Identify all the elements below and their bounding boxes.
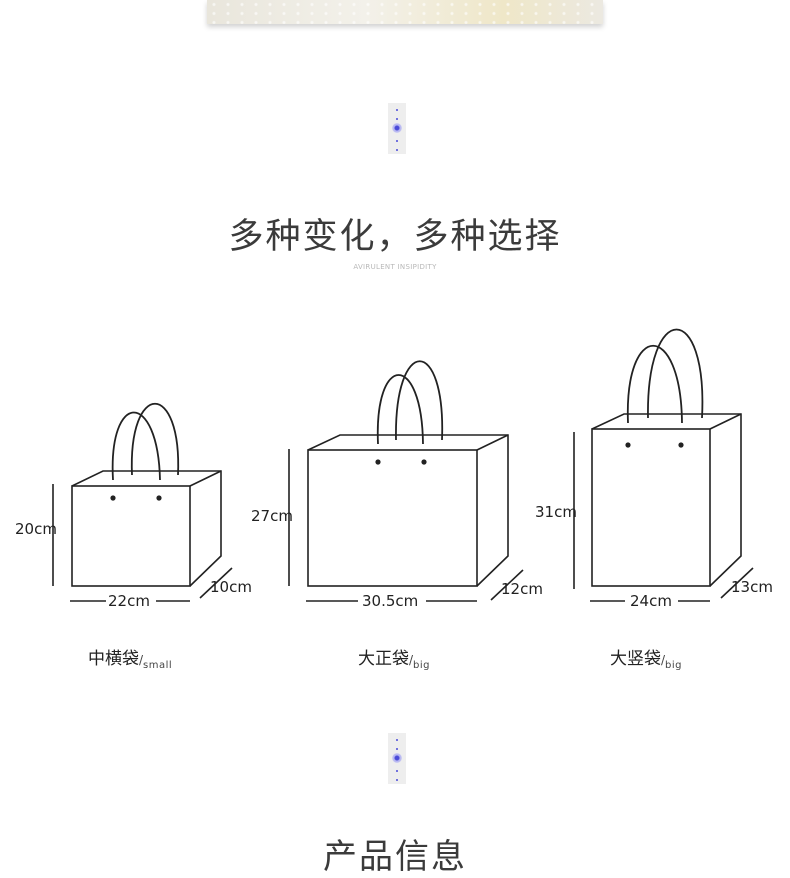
bag-big-wide-height: 27cm [251,507,293,525]
section-title-product-info: 产品信息 [323,837,467,877]
bag-small-caption: 中横袋/small [88,649,173,671]
bag-big-wide-width: 30.5cm [362,592,418,610]
bag-small-drawing [71,402,222,587]
bag-small-height: 20cm [15,520,57,538]
bag-big-wide-name: 大正袋 [358,649,409,669]
bag-small-name: 中横袋 [88,649,139,669]
bag-small-size: small [143,660,173,671]
bag-big-tall-drawing [591,328,742,587]
bag-size-diagram: 20cm 22cm 10cm 27cm 30.5cm 12cm 31cm 24c… [15,328,773,610]
section-subtitle: AVIRULENT INSIPIDITY [353,263,437,271]
section-divider-1 [388,103,406,154]
bag-big-wide-size: big [413,660,431,671]
bag-big-tall-caption: 大竖袋/big [610,649,683,671]
bag-big-tall-width: 24cm [630,592,672,610]
bag-big-tall-size: big [665,660,683,671]
bag-big-tall-depth: 13cm [731,578,773,596]
bag-big-wide-depth: 12cm [501,580,543,598]
bag-big-tall-height: 31cm [535,503,577,521]
product-photo-bottom-edge [207,0,603,24]
bag-small-width: 22cm [108,592,150,610]
bag-big-wide-drawing [307,360,509,587]
bag-small-depth: 10cm [210,578,252,596]
bag-big-wide-caption: 大正袋/big [358,649,431,671]
section-divider-2 [388,733,406,784]
bag-big-tall-name: 大竖袋 [610,649,661,669]
section-title-variety: 多种变化，多种选择 [228,217,562,257]
